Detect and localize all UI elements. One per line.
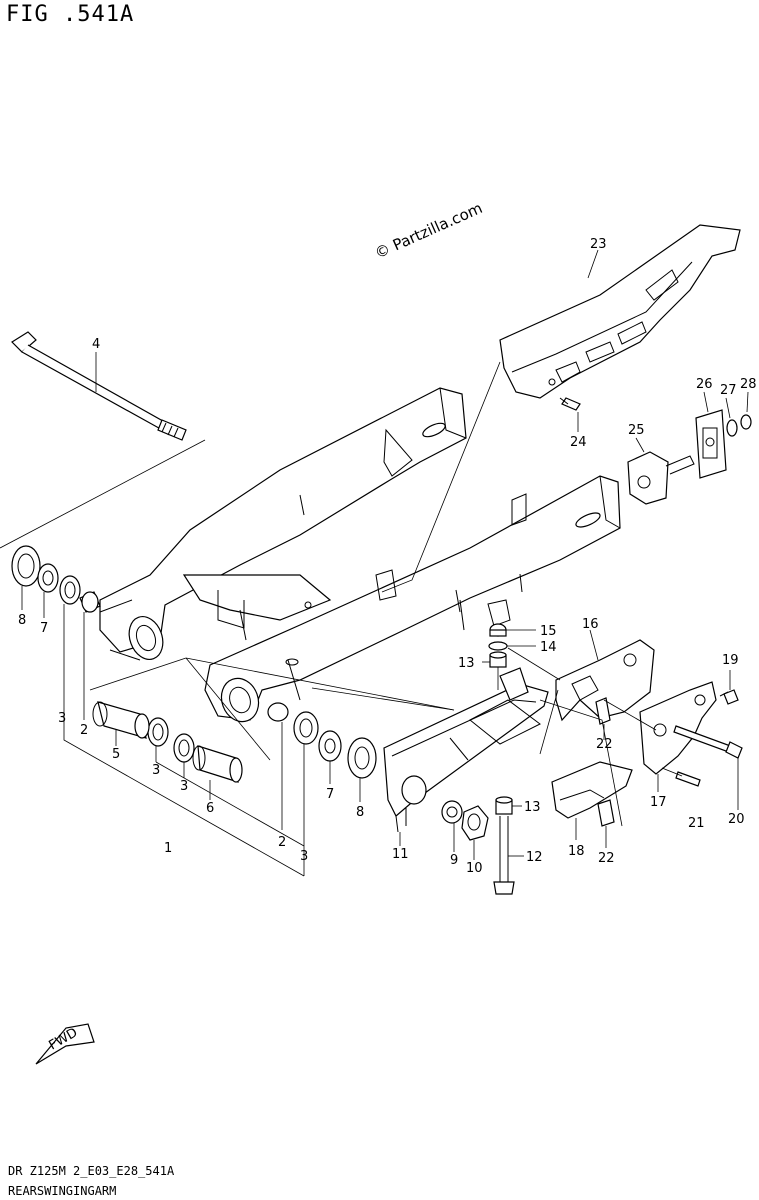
callout-24: 24 xyxy=(570,435,587,450)
chain-adjuster-part[interactable] xyxy=(627,451,695,505)
callout-4: 4 xyxy=(92,337,100,352)
nut-28-part[interactable] xyxy=(740,414,752,430)
callout-6: 6 xyxy=(206,801,214,816)
callout-3-left: 3 xyxy=(58,711,66,726)
callout-22-lower: 22 xyxy=(598,851,615,866)
washer-7-left-part[interactable] xyxy=(37,563,59,593)
callout-2-left: 2 xyxy=(80,723,88,738)
callout-3-right: 3 xyxy=(300,849,308,864)
callout-20: 20 xyxy=(728,812,745,827)
washer-27-part[interactable] xyxy=(726,419,738,437)
callout-23: 23 xyxy=(590,237,607,252)
bolt-21-part[interactable] xyxy=(675,771,701,787)
nut-15-part[interactable] xyxy=(489,623,507,637)
callout-8-left: 8 xyxy=(18,613,26,628)
callout-5: 5 xyxy=(112,747,120,762)
callout-13-lower: 13 xyxy=(524,800,541,815)
sleeve-6-part[interactable] xyxy=(192,745,243,783)
footer-diagram-code: DR Z125M 2_E03_E28_541A xyxy=(8,1164,175,1178)
callout-2-right: 2 xyxy=(278,835,286,850)
spacer-2-right-part[interactable] xyxy=(267,702,289,722)
bolt-20-part[interactable] xyxy=(673,725,743,759)
footer-diagram-name: REARSWINGINGARM xyxy=(8,1184,117,1198)
collar-13-lower-part[interactable] xyxy=(495,796,513,815)
callout-28: 28 xyxy=(740,377,757,392)
chain-guide-block-part[interactable] xyxy=(695,409,727,479)
bolt-19-part[interactable] xyxy=(719,689,739,705)
callout-3-mid-a: 3 xyxy=(152,763,160,778)
fwd-arrow-icon: FWD xyxy=(35,1023,95,1065)
bearing-3-mid-a-part[interactable] xyxy=(147,717,169,747)
fwd-label: FWD xyxy=(47,1025,81,1053)
sleeve-5-part[interactable] xyxy=(92,701,150,739)
callout-11: 11 xyxy=(392,847,409,862)
collar-13-upper-part[interactable] xyxy=(489,651,507,668)
callout-17: 17 xyxy=(650,795,667,810)
pin-22-lower-part[interactable] xyxy=(597,799,615,827)
callout-25: 25 xyxy=(628,423,645,438)
washer-7-right-part[interactable] xyxy=(318,730,342,762)
callout-16: 16 xyxy=(582,617,599,632)
pin-22-upper-part[interactable] xyxy=(595,697,611,725)
figure-title: FIG .541A xyxy=(6,2,135,27)
bolt-12-part[interactable] xyxy=(493,816,515,895)
callout-9: 9 xyxy=(450,853,458,868)
callout-10: 10 xyxy=(466,861,483,876)
bearing-3-mid-b-part[interactable] xyxy=(173,733,195,763)
callout-7-left: 7 xyxy=(40,621,48,636)
chain-case-part[interactable] xyxy=(499,224,741,399)
callout-8-right: 8 xyxy=(356,805,364,820)
callout-14: 14 xyxy=(540,640,557,655)
guide-18-part[interactable] xyxy=(551,761,633,819)
chain-buffer-part[interactable] xyxy=(383,667,549,833)
swingarm-body[interactable] xyxy=(99,387,621,727)
callout-1: 1 xyxy=(164,841,172,856)
callout-27: 27 xyxy=(720,383,737,398)
callout-12: 12 xyxy=(526,850,543,865)
callout-26: 26 xyxy=(696,377,713,392)
spacer-2-left-part[interactable] xyxy=(79,591,101,613)
oil-seal-8-right-part[interactable] xyxy=(347,737,377,779)
nut-10-part[interactable] xyxy=(461,805,489,841)
callout-15: 15 xyxy=(540,624,557,639)
washer-14-part[interactable] xyxy=(488,641,508,651)
callout-21: 21 xyxy=(688,816,705,831)
callout-13-upper: 13 xyxy=(458,656,475,671)
callout-18: 18 xyxy=(568,844,585,859)
callout-3-mid-b: 3 xyxy=(180,779,188,794)
washer-9-part[interactable] xyxy=(441,800,463,824)
oil-seal-8-left-part[interactable] xyxy=(11,545,41,587)
callout-7-right: 7 xyxy=(326,787,334,802)
callout-19: 19 xyxy=(722,653,739,668)
bearing-3-right-part[interactable] xyxy=(293,711,319,745)
bearing-3-left-part[interactable] xyxy=(59,575,81,605)
callout-22-upper: 22 xyxy=(596,737,613,752)
screw-part[interactable] xyxy=(559,397,581,411)
